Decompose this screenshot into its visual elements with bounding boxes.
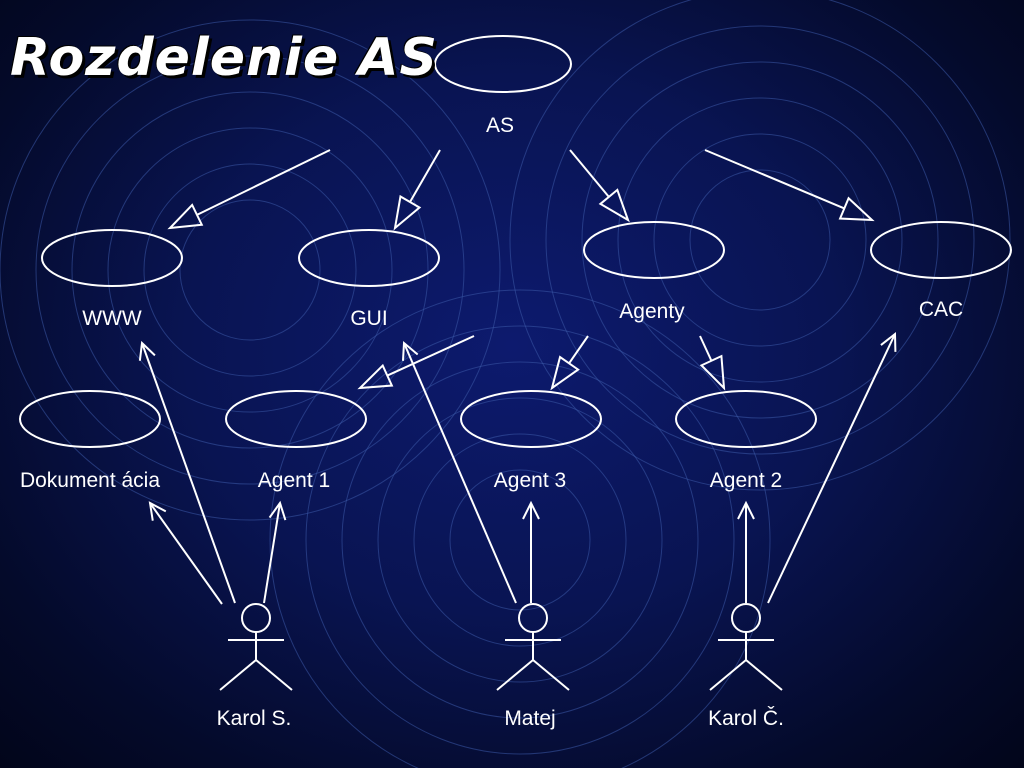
- use-case-agent3[interactable]: Agent 3: [460, 390, 602, 492]
- actor-karol-s[interactable]: Karol S.: [217, 603, 293, 730]
- use-case-label: GUI: [350, 307, 387, 330]
- use-case-ellipse: [19, 390, 161, 448]
- association-karol-s-dokumentacia-arrowhead: [148, 501, 167, 521]
- actor-right-leg: [745, 659, 783, 691]
- generalization-as-agenty-arrowhead: [598, 188, 630, 223]
- use-case-label: Agent 3: [494, 469, 566, 492]
- association-karol-s-agent1-arrowhead: [268, 500, 287, 521]
- use-case-label: AS: [486, 114, 514, 137]
- association-karol-s-to-www: [141, 342, 236, 604]
- background-ring: [305, 325, 735, 755]
- use-case-dokumentacia[interactable]: Dokument ácia: [19, 390, 161, 492]
- diagram-connections: [138, 149, 897, 605]
- background-ring: [71, 91, 429, 449]
- association-karol-s-to-agent1: [263, 502, 281, 604]
- use-case-ellipse: [583, 221, 725, 279]
- generalization-as-www-arrowhead: [167, 203, 204, 230]
- background-ring: [35, 55, 465, 485]
- association-karol-s-www-arrowhead: [138, 340, 156, 361]
- use-case-ellipse: [434, 35, 572, 93]
- actor-matej[interactable]: Matej: [496, 603, 570, 730]
- generalization-gui-agent1-arrowhead: [357, 363, 394, 390]
- actor-head: [731, 603, 761, 633]
- background-ring: [143, 163, 357, 377]
- actor-karol-c[interactable]: Karol Č.: [708, 603, 784, 730]
- use-case-ellipse: [460, 390, 602, 448]
- background-ring: [377, 397, 663, 683]
- use-case-www[interactable]: WWW: [41, 229, 183, 330]
- use-case-label: Dokument ácia: [20, 469, 160, 492]
- use-case-gui[interactable]: GUI: [298, 229, 440, 330]
- generalization-agenty-to-agent3: [568, 335, 589, 364]
- background-ring: [689, 169, 831, 311]
- use-case-agent2[interactable]: Agent 2: [675, 390, 817, 492]
- background-ring: [269, 289, 771, 768]
- background-ring: [0, 19, 501, 521]
- use-case-label: Agent 1: [258, 469, 330, 492]
- background-ring: [509, 0, 1011, 491]
- use-case-ellipse: [675, 390, 817, 448]
- slide-title: Rozdelenie AS: [10, 28, 438, 88]
- actor-label: Matej: [504, 707, 555, 730]
- use-case-agent1[interactable]: Agent 1: [225, 390, 367, 492]
- use-case-label: Agent 2: [710, 469, 782, 492]
- association-karol-c-to-cac: [767, 333, 896, 604]
- actor-right-leg: [532, 659, 570, 691]
- use-case-ellipse: [41, 229, 183, 287]
- generalization-agenty-to-agent2: [699, 335, 713, 362]
- generalization-as-to-gui: [409, 149, 441, 203]
- association-matej-gui-arrowhead: [401, 340, 419, 361]
- generalization-as-to-cac: [704, 149, 845, 210]
- background-ring: [545, 25, 975, 455]
- background-ring: [581, 61, 939, 419]
- use-case-ellipse: [298, 229, 440, 287]
- use-case-ellipse: [870, 221, 1012, 279]
- actor-left-leg: [496, 659, 534, 691]
- association-karol-c-cac-arrowhead: [880, 331, 897, 352]
- use-case-agenty[interactable]: Agenty: [583, 221, 725, 323]
- generalization-as-cac-arrowhead: [838, 196, 875, 222]
- background-ring: [179, 199, 321, 341]
- generalization-as-to-agenty: [569, 149, 610, 198]
- background-ring: [449, 469, 591, 611]
- actor-head: [518, 603, 548, 633]
- actor-right-leg: [255, 659, 293, 691]
- generalization-as-gui-arrowhead: [393, 194, 422, 231]
- generalization-agenty-agent3-arrowhead: [550, 355, 580, 391]
- background-ring: [107, 127, 393, 413]
- background-ring: [617, 97, 903, 383]
- association-matej-to-gui: [403, 342, 517, 604]
- actor-nodes: Karol S. Matej Karol Č.: [217, 603, 784, 730]
- generalization-as-to-www: [196, 149, 331, 216]
- actor-label: Karol S.: [217, 707, 292, 730]
- use-case-label: CAC: [919, 298, 963, 321]
- generalization-gui-to-agent1: [386, 335, 475, 377]
- background-ring: [341, 361, 699, 719]
- use-case-label: WWW: [82, 307, 142, 330]
- actor-left-leg: [709, 659, 747, 691]
- actor-label: Karol Č.: [708, 707, 784, 730]
- use-case-label: Agenty: [619, 300, 685, 323]
- use-case-cac[interactable]: CAC: [870, 221, 1012, 321]
- association-matej-agent3-arrowhead: [522, 500, 540, 520]
- actor-left-leg: [219, 659, 257, 691]
- use-case-nodes: AS WWW GUI Agenty CAC Dokument ácia Agent 1 Age…: [19, 35, 1012, 492]
- association-karol-s-to-dokumentacia: [149, 502, 223, 605]
- association-karol-c-agent2-arrowhead: [737, 500, 755, 520]
- use-case-as[interactable]: AS: [434, 35, 572, 137]
- background-ring: [653, 133, 867, 347]
- background-ring: [413, 433, 627, 647]
- actor-head: [241, 603, 271, 633]
- use-case-ellipse: [225, 390, 367, 448]
